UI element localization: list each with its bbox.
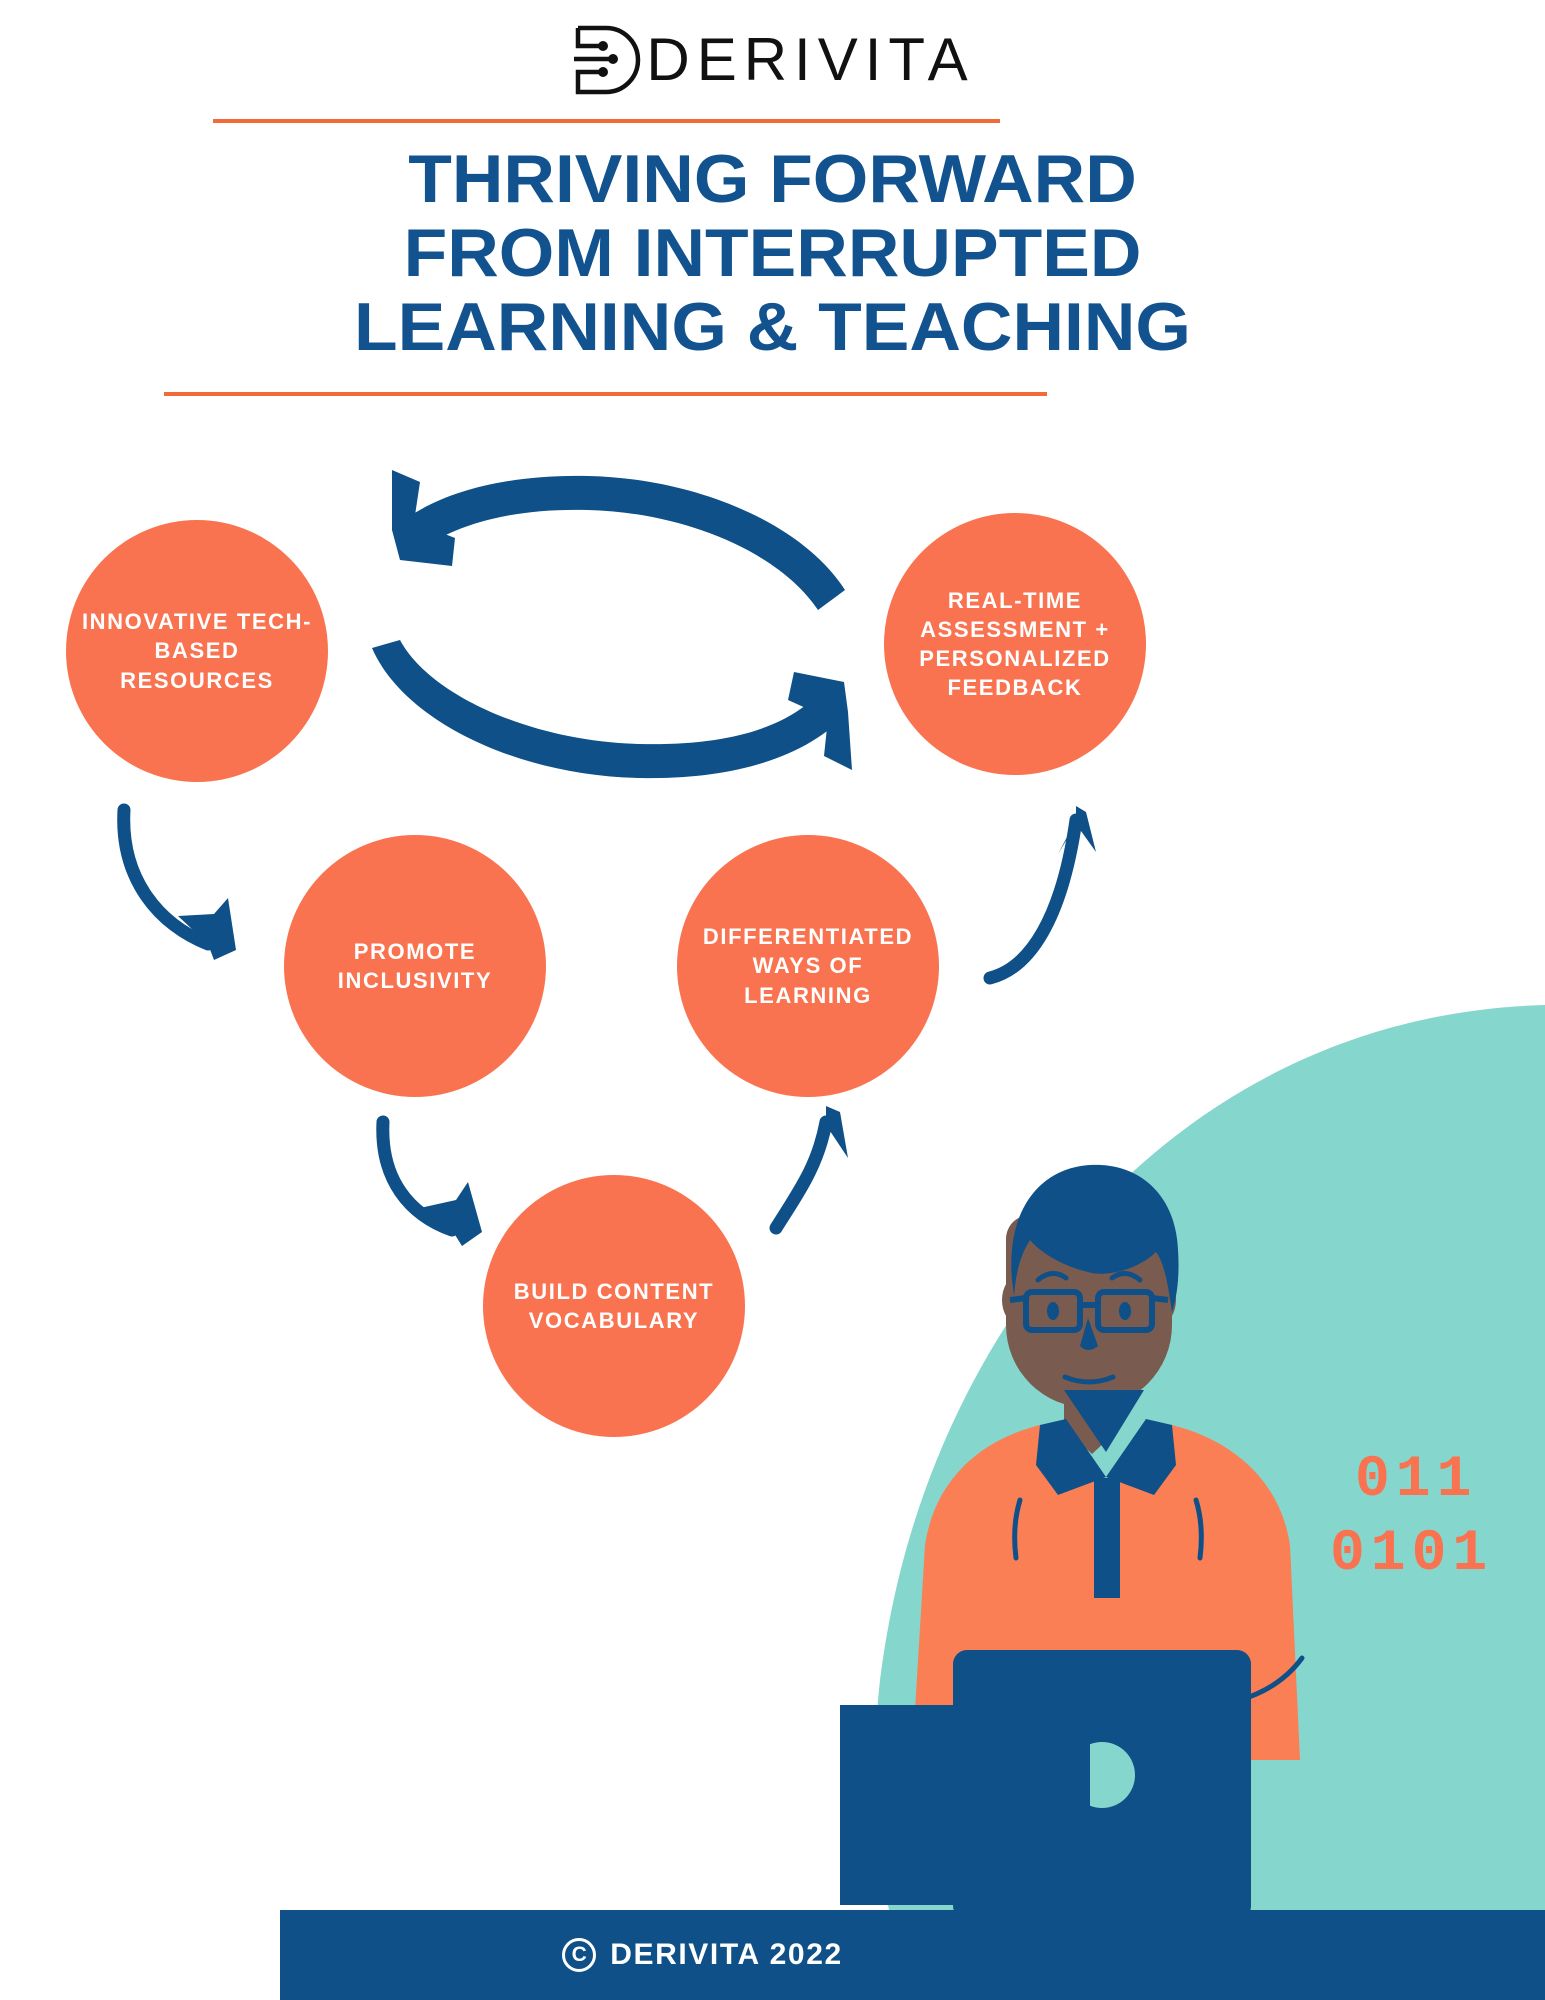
page-title: THRIVING FORWARD FROM INTERRUPTED LEARNI… xyxy=(0,142,1545,364)
arrow-differentiated-to-realtime-head xyxy=(1058,806,1096,854)
arrow-innovative-to-promote xyxy=(117,803,215,951)
binary-text-line-1: 011 xyxy=(1355,1448,1478,1513)
arrow-promote-to-build xyxy=(376,1115,459,1237)
derivita-circuit-d-logo-icon xyxy=(574,25,641,95)
arrow-innovative-to-promote-head xyxy=(178,898,236,960)
arrow-differentiated-to-realtime xyxy=(983,813,1083,985)
cycle-node-realtime[interactable]: REAL-TIME ASSESSMENT + PERSONALIZED FEED… xyxy=(884,513,1146,775)
arrow-promote-to-build-head xyxy=(420,1182,482,1246)
binary-text-line-2: 0101 xyxy=(1330,1522,1494,1587)
cycle-node-label: REAL-TIME ASSESSMENT + PERSONALIZED FEED… xyxy=(919,587,1111,701)
brand-logo-text: DERIVITA xyxy=(646,26,975,93)
arrow-realtime-to-innovative-head xyxy=(392,470,455,566)
cycle-node-promote[interactable]: PROMOTE INCLUSIVITY xyxy=(284,835,546,1097)
cycle-node-differentiated[interactable]: DIFFERENTIATED WAYS OF LEARNING xyxy=(677,835,939,1097)
cycle-node-label: DIFFERENTIATED WAYS OF LEARNING xyxy=(702,924,914,1008)
footer-copyright: C DERIVITA 2022 xyxy=(562,1938,843,1972)
title-line-1: THRIVING FORWARD xyxy=(408,141,1137,217)
cycle-node-label: INNOVATIVE TECH-BASED RESOURCES xyxy=(81,609,313,693)
copyright-icon: C xyxy=(562,1938,597,1972)
brand-logo: DERIVITA xyxy=(0,24,1545,96)
title-line-3: LEARNING & TEACHING xyxy=(354,289,1191,365)
arrow-innovative-to-realtime xyxy=(372,640,848,779)
cycle-node-label: BUILD CONTENT VOCABULARY xyxy=(513,1278,715,1333)
arrow-innovative-to-realtime-head xyxy=(788,672,852,770)
arrow-realtime-to-innovative xyxy=(392,475,845,610)
footer-copyright-text: DERIVITA 2022 xyxy=(610,1938,843,1971)
divider-bottom xyxy=(164,392,1047,396)
cycle-node-build[interactable]: BUILD CONTENT VOCABULARY xyxy=(483,1175,745,1437)
cycle-node-innovative[interactable]: INNOVATIVE TECH-BASED RESOURCES xyxy=(66,520,328,782)
divider-top xyxy=(213,119,1000,123)
title-line-2: FROM INTERRUPTED xyxy=(403,215,1142,291)
footer-bar: C DERIVITA 2022 xyxy=(280,1910,1545,2000)
arrow-build-to-differentiated xyxy=(769,1115,833,1235)
cycle-node-label: PROMOTE INCLUSIVITY xyxy=(337,938,493,993)
arrow-build-to-differentiated-head xyxy=(812,1106,848,1158)
